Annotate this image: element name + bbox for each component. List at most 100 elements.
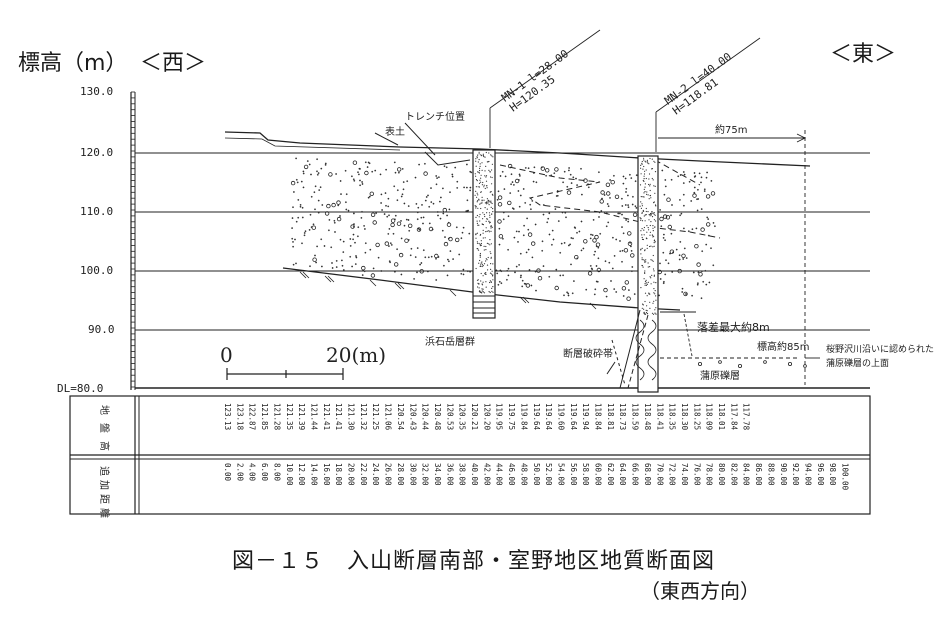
ground-height-value: 119.95 (495, 403, 504, 430)
ground-height-value: 120.43 (408, 403, 417, 430)
elevation-ruler (130, 91, 136, 390)
hamaishi-label: 浜石岳層群 (425, 335, 475, 348)
ground-height-value: 121.35 (285, 403, 294, 430)
ground-height-value: 119.60 (557, 403, 566, 431)
sakurano-label-2: 蒲原礫層の上面 (826, 357, 889, 369)
distance-value: 28.00 (396, 463, 405, 486)
distance-value: 98.00 (828, 463, 837, 486)
ground-height-value: 120.54 (396, 403, 405, 431)
ground-height-value: 119.64 (544, 403, 553, 431)
distance-value: 6.00 (260, 463, 269, 482)
ground-height-value: 121.30 (347, 403, 356, 431)
ground-height-value: 122.87 (248, 403, 257, 430)
distance-value: 0.00 (223, 463, 232, 482)
elevation-85-label: 標高約85m (757, 340, 809, 353)
distance-value: 54.00 (557, 463, 566, 486)
distance-value: 32.00 (421, 463, 430, 486)
figure-caption-subtitle: （東西方向） (640, 579, 760, 603)
ground-height-value: 123.13 (223, 403, 232, 430)
distance-label: 約75m (715, 123, 747, 136)
ground-height-value: 118.81 (606, 403, 615, 430)
east-direction-label: ＜東＞ (830, 42, 897, 67)
distance-value: 66.00 (631, 463, 640, 486)
ground-height-value: 120.20 (482, 403, 491, 431)
distance-value: 20.00 (347, 463, 356, 486)
ground-height-value: 117.84 (729, 403, 738, 431)
distance-value: 60.00 (594, 463, 603, 486)
ground-height-value: 121.32 (359, 403, 368, 430)
ground-height-value: 118.01 (717, 403, 726, 430)
ground-height-value: 120.44 (421, 403, 430, 431)
ground-height-value: 118.48 (643, 403, 652, 431)
distance-value: 88.00 (766, 463, 775, 486)
distance-value: 24.00 (371, 463, 380, 486)
distance-value: 68.00 (643, 463, 652, 486)
distance-value: 72.00 (668, 463, 677, 486)
y-tick-label: 100.0 (80, 264, 113, 277)
distance-value: 36.00 (445, 463, 454, 486)
scale-bar-end: 20(m) (326, 343, 386, 367)
trench-marker (374, 122, 471, 166)
distance-value: 16.00 (322, 463, 331, 486)
scale-bar (226, 368, 344, 380)
ground-height-value: 121.28 (272, 403, 281, 431)
ground-height-value: 118.09 (705, 403, 714, 430)
distance-value: 42.00 (482, 463, 491, 486)
distance-value: 40.00 (470, 463, 479, 486)
distance-value: 84.00 (742, 463, 751, 486)
distance-value: 94.00 (803, 463, 812, 486)
topsoil-label: 表土 (385, 125, 405, 138)
ground-height-value: 118.73 (618, 403, 627, 430)
kanbara-label: 蒲原礫層 (700, 369, 740, 382)
y-tick-label: 110.0 (80, 205, 113, 218)
gravel-texture (290, 157, 716, 301)
distance-value: 58.00 (581, 463, 590, 486)
distance-value: 100.00 (841, 463, 850, 491)
ground-height-value: 120.48 (433, 403, 442, 431)
distance-value: 90.00 (779, 463, 788, 486)
ground-height-value: 123.18 (235, 403, 244, 431)
table-row-label-distance: 追加距離 (98, 466, 111, 522)
distance-value: 50.00 (532, 463, 541, 486)
ground-height-value: 118.41 (655, 403, 664, 430)
distance-value: 82.00 (729, 463, 738, 486)
figure-caption: 図－１５ 入山断層南部・室野地区地質断面図 (232, 549, 716, 574)
ground-height-value: 119.75 (507, 403, 516, 430)
distance-value: 4.00 (248, 463, 257, 482)
ground-height-value: 120.35 (458, 403, 467, 430)
distance-value: 70.00 (655, 463, 664, 486)
distance-value: 78.00 (705, 463, 714, 486)
ground-height-value: 118.84 (594, 403, 603, 431)
distance-value: 76.00 (692, 463, 701, 486)
distance-value: 56.00 (569, 463, 578, 486)
elevation-gridlines (135, 152, 870, 389)
ground-height-value: 121.06 (384, 403, 393, 431)
west-direction-label: ＜西＞ (140, 51, 207, 76)
distance-value: 92.00 (791, 463, 800, 486)
distance-dimension (658, 130, 807, 385)
ground-height-value: 121.25 (371, 403, 380, 430)
ground-height-value: 118.59 (631, 403, 640, 430)
fault-zone-label: 断層破砕帯 (563, 347, 613, 360)
distance-value: 46.00 (507, 463, 516, 486)
ground-height-value: 118.30 (680, 403, 689, 431)
distance-value: 64.00 (618, 463, 627, 486)
ground-height-value: 120.21 (470, 403, 479, 430)
table-row-label-ground-height: 地盤高 (98, 405, 111, 459)
ground-height-value: 121.41 (322, 403, 331, 430)
elevation-axis-title: 標高（m） (18, 51, 128, 76)
distance-value: 44.00 (495, 463, 504, 486)
distance-value: 80.00 (717, 463, 726, 486)
fault-offset-label: 落差最大約8m (697, 320, 770, 334)
distance-value: 48.00 (519, 463, 528, 486)
ground-height-value: 119.84 (519, 403, 528, 431)
y-tick-label: 90.0 (88, 323, 115, 336)
ground-height-value: 117.78 (742, 403, 751, 431)
fault-zone (606, 309, 649, 389)
distance-value: 12.00 (297, 463, 306, 486)
trench-label: トレンチ位置 (405, 110, 465, 123)
ground-height-value: 118.25 (692, 403, 701, 430)
ground-height-value: 121.39 (297, 403, 306, 430)
distance-value: 22.00 (359, 463, 368, 486)
